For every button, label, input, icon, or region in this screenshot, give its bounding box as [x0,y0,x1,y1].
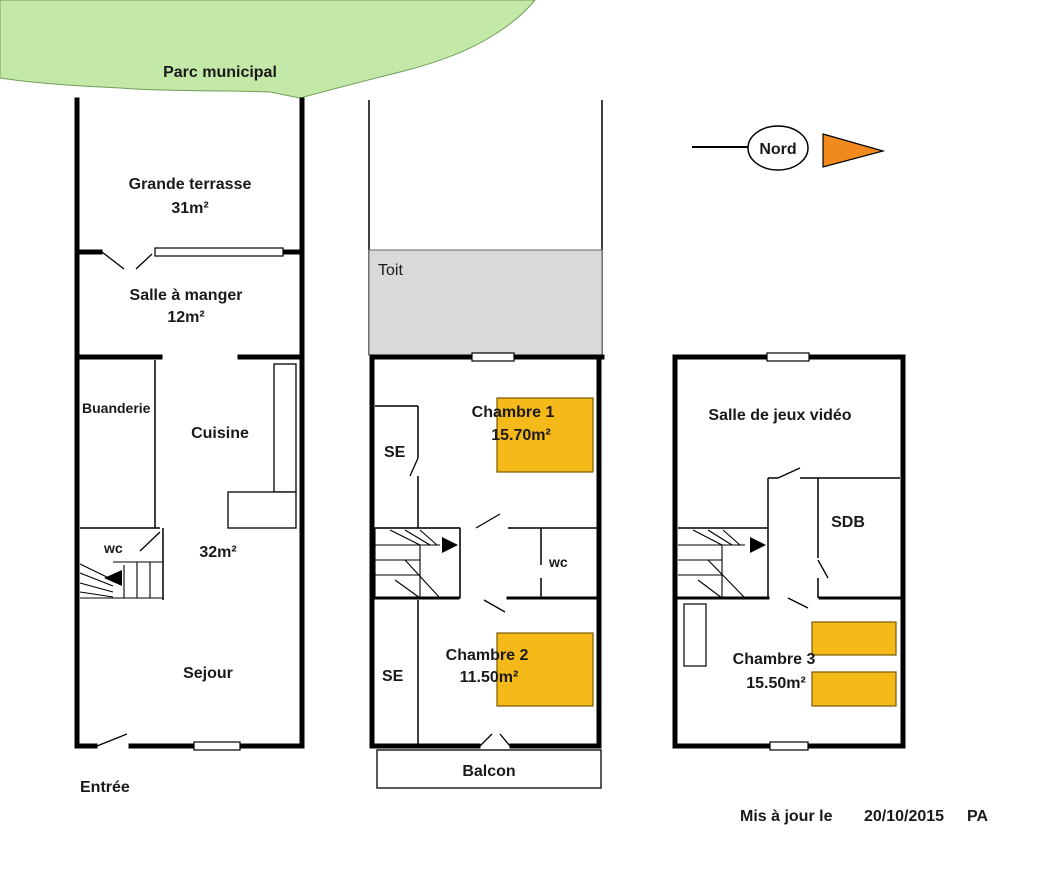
compass: Nord [692,125,886,171]
balcony-name: Balcon [462,763,515,780]
park-label: Parc municipal [163,64,277,81]
stair-arrow-icon [104,570,122,586]
entrance-door [96,733,128,747]
living-name: Sejour [183,665,233,682]
update-date: 20/10/2015 [864,808,944,825]
kitchen-counter [273,363,297,493]
dining-name: Salle à manger [130,287,243,304]
terrace-area: 31m² [171,200,208,217]
bed-chambre-3a [811,621,897,656]
ground-wc-name: wc [103,540,123,556]
balcony-area [376,749,602,789]
bathroom3-name: SDB [831,514,865,531]
window-dining [154,247,284,257]
bedroom3-area: 15.50m² [746,675,806,692]
bedroom2-name: Chambre 2 [446,647,529,664]
window-sejour [193,741,241,751]
kitchen-island [227,491,297,529]
first-wc-name: wc [548,554,568,570]
kitchen-name: Cuisine [191,425,249,442]
bedroom2-area: 11.50m² [460,669,519,686]
north-arrow-icon [822,133,886,168]
bed-chambre-1 [496,397,594,473]
second-floor-plan: Salle de jeux vidéo SDB Chambre 3 15.50m… [672,352,906,751]
first-floor-plan: Toit [368,100,605,789]
living-area: 32m² [199,544,236,561]
desk [683,603,707,667]
staircase-second [678,529,746,599]
staircase-ground [79,561,163,599]
dining-door [101,251,153,270]
bathroom2-name: SE [382,668,404,685]
roof-label: Toit [378,262,403,279]
ground-floor-plan: Grande terrasse 31m² Salle à manger 12m²… [74,97,305,796]
compass-label: Nord [759,141,796,158]
staircase-first [374,527,461,599]
stair-arrow-icon [442,537,458,553]
terrace-name: Grande terrasse [129,176,252,193]
bedroom1-name: Chambre 1 [472,404,555,421]
bedroom1-area: 15.70m² [491,427,551,444]
roof-area [368,249,603,356]
bed-chambre-3b [811,671,897,707]
dining-area: 12m² [167,309,204,326]
stair-arrow-icon [750,537,766,553]
bathroom1-name: SE [384,444,406,461]
update-label: Mis à jour le [740,808,833,825]
laundry-name: Buanderie [82,400,151,416]
update-initials: PA [967,808,988,825]
entrance-label: Entrée [80,779,130,796]
bedroom3-name: Chambre 3 [733,651,816,668]
game-room-name: Salle de jeux vidéo [708,407,851,424]
bed-chambre-2 [496,632,594,707]
park-area [0,0,536,99]
compass-badge [747,125,809,171]
